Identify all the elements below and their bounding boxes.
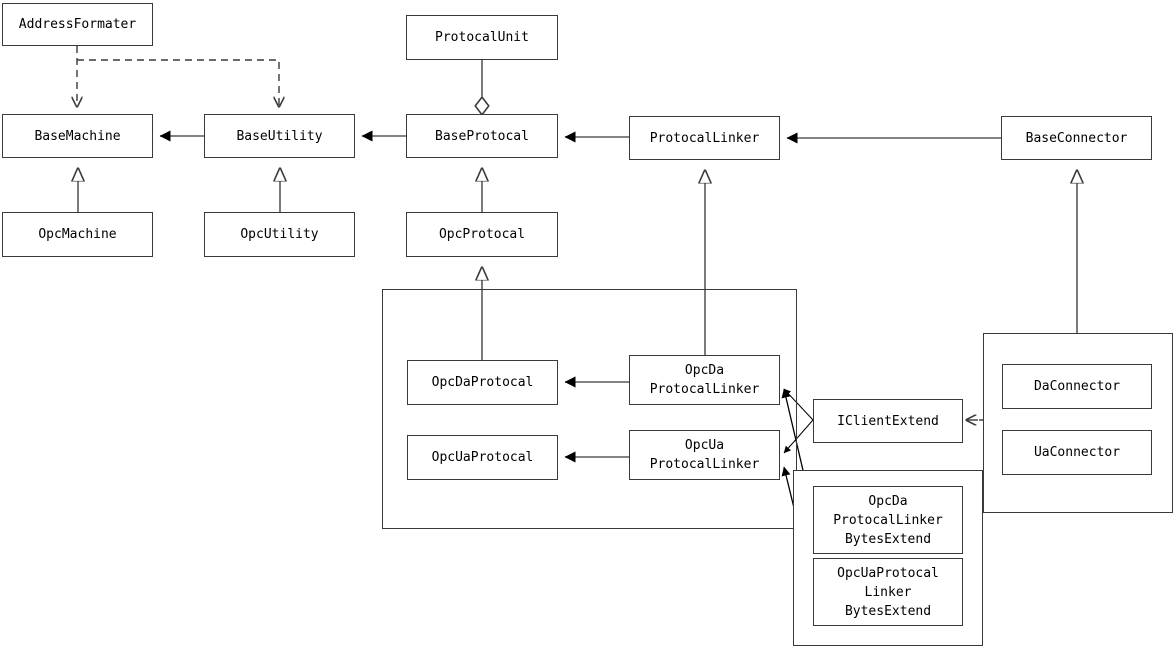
class-base-protocal[interactable]: BaseProtocal — [406, 114, 558, 158]
opc-protocal-group — [382, 289, 797, 529]
class-base-machine[interactable]: BaseMachine — [2, 114, 153, 158]
opc-connector-group — [983, 333, 1173, 513]
class-opc-da-protocal-linker-bytes-extend[interactable]: OpcDa ProtocalLinker BytesExtend — [813, 486, 963, 554]
class-opc-da-protocal[interactable]: OpcDaProtocal — [407, 360, 558, 405]
class-opc-ua-protocal[interactable]: OpcUaProtocal — [407, 435, 558, 480]
class-opc-protocal[interactable]: OpcProtocal — [406, 212, 558, 257]
class-opc-ua-protocal-linker[interactable]: OpcUa ProtocalLinker — [629, 430, 780, 480]
class-protocal-linker[interactable]: ProtocalLinker — [629, 116, 780, 160]
class-da-connector[interactable]: DaConnector — [1002, 364, 1152, 409]
class-ua-connector[interactable]: UaConnector — [1002, 430, 1152, 475]
class-opc-ua-protocal-linker-bytes-extend[interactable]: OpcUaProtocal Linker BytesExtend — [813, 558, 963, 626]
class-iclient-extend[interactable]: IClientExtend — [813, 399, 963, 443]
class-address-formater[interactable]: AddressFormater — [2, 3, 153, 46]
class-opc-da-protocal-linker[interactable]: OpcDa ProtocalLinker — [629, 355, 780, 405]
class-base-utility[interactable]: BaseUtility — [204, 114, 355, 158]
class-protocal-unit[interactable]: ProtocalUnit — [406, 15, 558, 60]
edge-address-formater-to-base-utility — [77, 59, 279, 107]
class-opc-machine[interactable]: OpcMachine — [2, 212, 153, 257]
class-opc-utility[interactable]: OpcUtility — [204, 212, 355, 257]
class-base-connector[interactable]: BaseConnector — [1001, 116, 1152, 160]
